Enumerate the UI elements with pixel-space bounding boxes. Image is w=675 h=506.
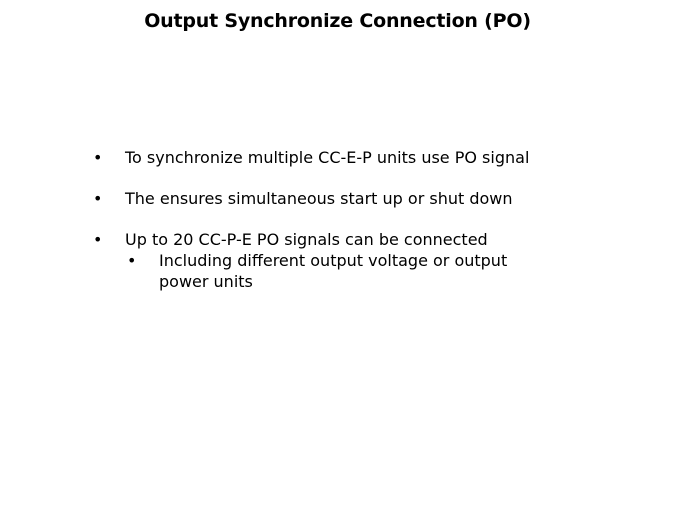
bullet-item: • The ensures simultaneous start up or s… [93, 188, 613, 209]
bullet-list: • To synchronize multiple CC-E-P units u… [93, 147, 613, 292]
bullet-item: • Up to 20 CC-P-E PO signals can be conn… [93, 229, 613, 250]
sub-bullet-text: Including different output voltage or ou… [159, 251, 508, 291]
slide-title: Output Synchronize Connection (PO) [144, 10, 531, 32]
bullet-dot-icon: • [93, 230, 103, 249]
sub-bullet-item: • Including different output voltage or … [127, 250, 613, 292]
bullet-dot-icon: • [93, 189, 103, 208]
bullet-dot-icon: • [127, 251, 137, 270]
bullet-text: Up to 20 CC-P-E PO signals can be connec… [125, 230, 488, 249]
bullet-dot-icon: • [93, 148, 103, 167]
bullet-text: The ensures simultaneous start up or shu… [125, 189, 513, 208]
bullet-text: To synchronize multiple CC-E-P units use… [125, 148, 530, 167]
bullet-item: • To synchronize multiple CC-E-P units u… [93, 147, 613, 168]
